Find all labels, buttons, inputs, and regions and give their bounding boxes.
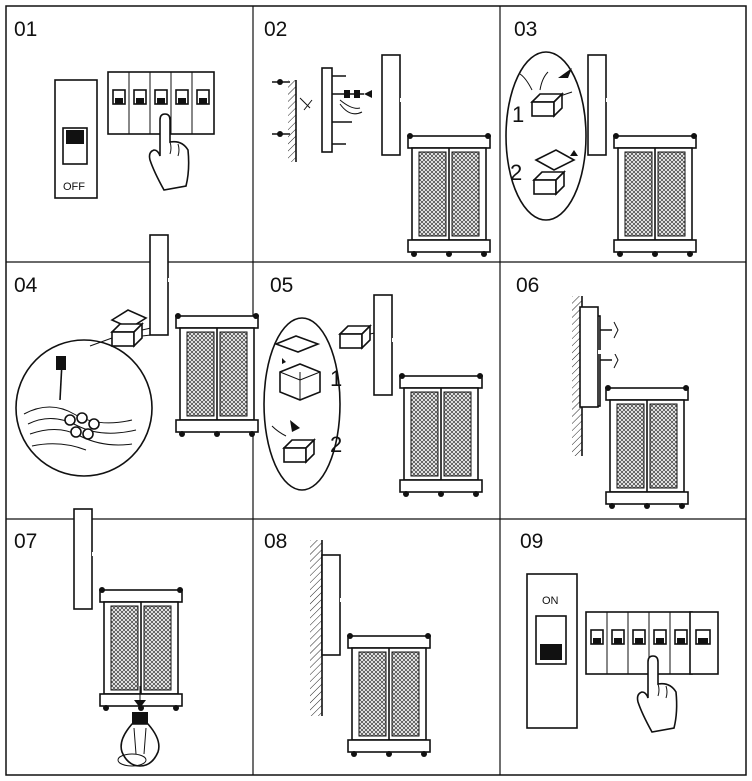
power-on-icon: ON [526,573,719,733]
power-off-icon: OFF [54,71,215,199]
step-07-panel: 07 [14,507,185,767]
step-number: 08 [264,530,287,553]
installed-fixture-icon [310,540,433,759]
step-02-panel: 02 [264,18,493,259]
close-junction-box-icon: 1 2 [263,293,485,499]
step-08-panel: 08 [264,530,433,759]
substep-2-label: 2 [510,160,522,185]
mounting-bracket-icon [272,53,493,259]
substep-1-label: 1 [512,102,524,127]
secure-fixture-icon [571,295,691,511]
step-number: 06 [516,274,539,297]
step-06-panel: 06 [516,274,691,511]
step-number: 04 [14,274,38,297]
panel-grid [5,5,747,776]
step-number: 09 [520,530,543,553]
substep-2-label: 2 [330,432,342,457]
step-04-panel: 04 [14,233,261,477]
step-number: 01 [14,18,37,41]
step-05-panel: 05 1 2 [263,274,485,499]
step-number: 02 [264,18,287,41]
junction-box-icon: 1 2 [505,51,699,259]
install-bulb-icon [72,507,185,767]
step-09-panel: 09 ON [520,530,719,733]
wire-connection-icon [15,233,261,477]
step-01-panel: 01 OFF [14,18,215,199]
step-number: 03 [514,18,537,41]
step-number: 07 [14,530,37,553]
step-03-panel: 03 1 2 [505,18,699,259]
substep-1-label: 1 [330,366,342,391]
on-label: ON [542,595,559,607]
step-number: 05 [270,274,293,297]
off-label: OFF [63,181,85,193]
